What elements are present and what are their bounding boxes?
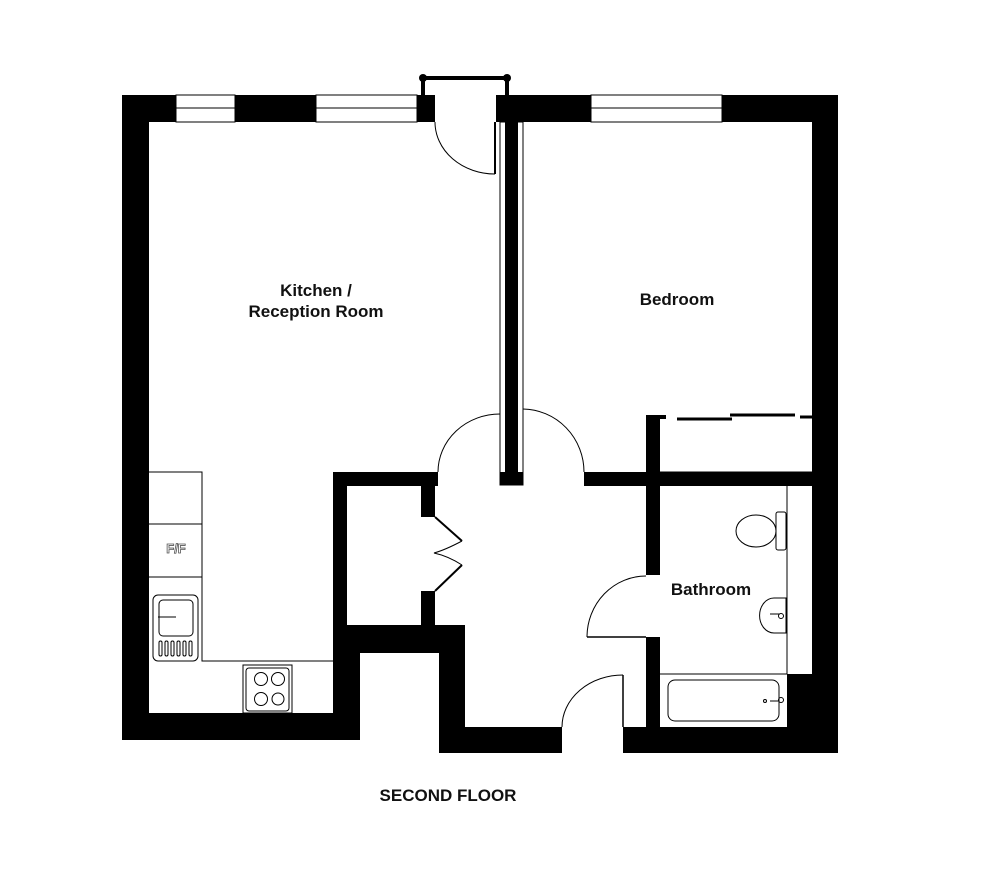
cupboard-doors xyxy=(433,516,463,592)
hob-icon xyxy=(242,664,293,714)
balcony-rail xyxy=(419,74,511,95)
room-label-kitchen-line2: Reception Room xyxy=(248,302,383,321)
bedroom-door xyxy=(522,408,585,473)
sink-icon xyxy=(152,594,199,662)
bathroom-fittings xyxy=(660,486,788,722)
doors xyxy=(433,121,812,728)
walls xyxy=(122,95,838,753)
kitchen-door xyxy=(437,413,501,473)
bathroom-door xyxy=(586,575,647,638)
basin-icon xyxy=(759,597,787,634)
front-door xyxy=(561,674,624,728)
bath-icon xyxy=(667,679,784,722)
floor-title: SECOND FLOOR xyxy=(380,786,517,805)
toilet-icon xyxy=(735,511,787,551)
room-label-bathroom: Bathroom xyxy=(671,580,751,599)
room-label-kitchen: Kitchen / xyxy=(280,281,352,300)
entrance-door-top xyxy=(434,121,496,175)
windows xyxy=(175,94,723,123)
fridge-freezer-label: F/F xyxy=(166,541,186,556)
kitchen-units xyxy=(149,471,333,714)
wardrobe-sliding-doors xyxy=(660,413,812,473)
room-label-bedroom: Bedroom xyxy=(640,290,715,309)
